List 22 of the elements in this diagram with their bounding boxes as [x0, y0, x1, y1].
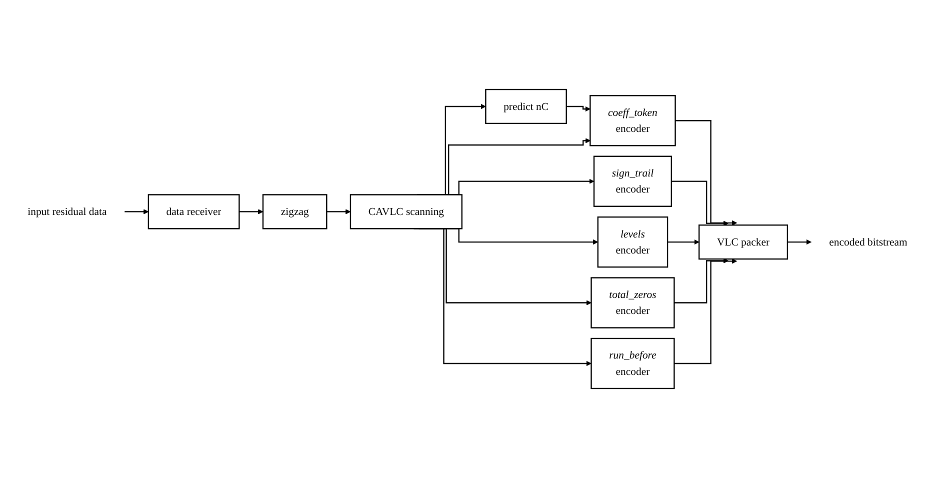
- arrow: [674, 258, 729, 304]
- arrow: [675, 120, 738, 226]
- arrow: [124, 209, 149, 214]
- node-box: levels encoder: [597, 216, 668, 268]
- node-box: total_zeros encoder: [590, 277, 675, 328]
- node-text: encoded bitstream: [829, 236, 908, 248]
- arrow: [326, 209, 351, 214]
- node-box: zigzag: [262, 194, 328, 230]
- node-box: sign_trail encoder: [593, 156, 672, 207]
- node-box: data receiver: [148, 194, 240, 230]
- node-text: input residual data: [28, 205, 107, 218]
- arrow: [566, 106, 590, 112]
- node-box: coeff_token encoder: [590, 95, 676, 146]
- arrow: [787, 239, 812, 245]
- arrow: [674, 258, 738, 364]
- node-box: VLC packer: [698, 224, 788, 260]
- node-box: CAVLC scanning: [350, 194, 462, 230]
- arrow: [668, 239, 700, 245]
- arrow: [671, 180, 729, 226]
- arrow: [239, 209, 264, 214]
- node-box: run_before encoder: [590, 338, 675, 390]
- node-box: predict nC: [485, 88, 567, 124]
